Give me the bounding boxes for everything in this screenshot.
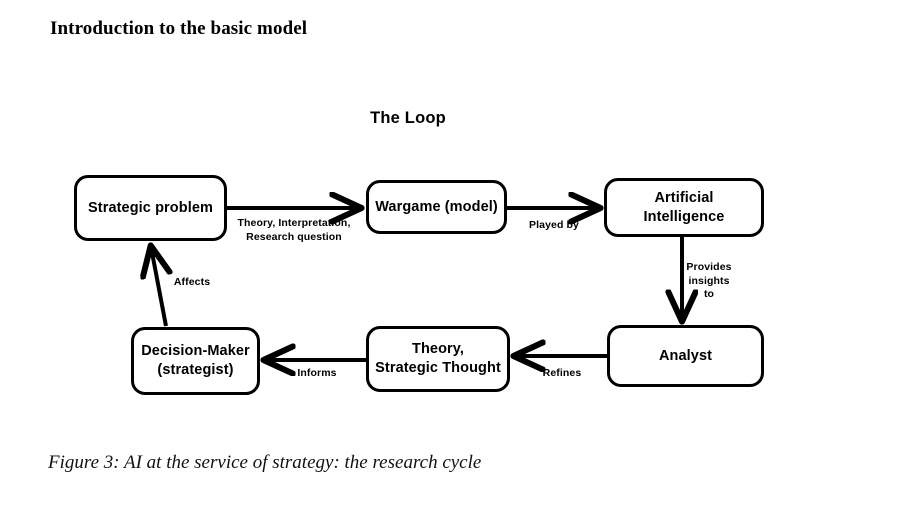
diagram-title: The Loop [0,109,914,128]
edge-label-theory-interpretation-research-question: Theory, Interpretation, Research questio… [237,217,351,243]
node-artificial-intelligence-label: Artificial Intelligence [643,189,725,225]
node-analyst[interactable]: Analyst [607,325,764,387]
figure-diagram: The Loop Strategic problem Wargame (mode… [0,95,914,425]
node-analyst-label: Analyst [658,347,713,364]
node-theory-strategic-thought[interactable]: Theory, Strategic Thought [366,326,510,392]
edge-label-affects: Affects [173,276,211,288]
diagram-title-text: The Loop [370,109,446,127]
node-strategic-problem[interactable]: Strategic problem [74,175,227,241]
edge-label-informs: Informs [297,367,337,379]
node-decision-maker[interactable]: Decision-Maker (strategist) [131,327,260,395]
edge-decision-maker-to-strategic-problem [151,247,166,327]
diagram-connectors [0,95,914,425]
edge-label-refines: Refines [542,367,582,379]
node-theory-strategic-thought-label: Theory, Strategic Thought [375,341,501,376]
node-wargame[interactable]: Wargame (model) [366,180,507,234]
node-artificial-intelligence[interactable]: Artificial Intelligence [604,178,764,237]
figure-caption: Figure 3: AI at the service of strategy:… [48,452,482,473]
node-wargame-label: Wargame (model) [375,198,498,215]
page-title: Introduction to the basic model [50,18,308,39]
node-decision-maker-label: Decision-Maker (strategist) [141,343,250,378]
edge-label-provides-insights-to: Provides insights to [686,261,732,301]
node-strategic-problem-label: Strategic problem [88,199,213,216]
edge-label-played-by: Played by [529,219,579,231]
